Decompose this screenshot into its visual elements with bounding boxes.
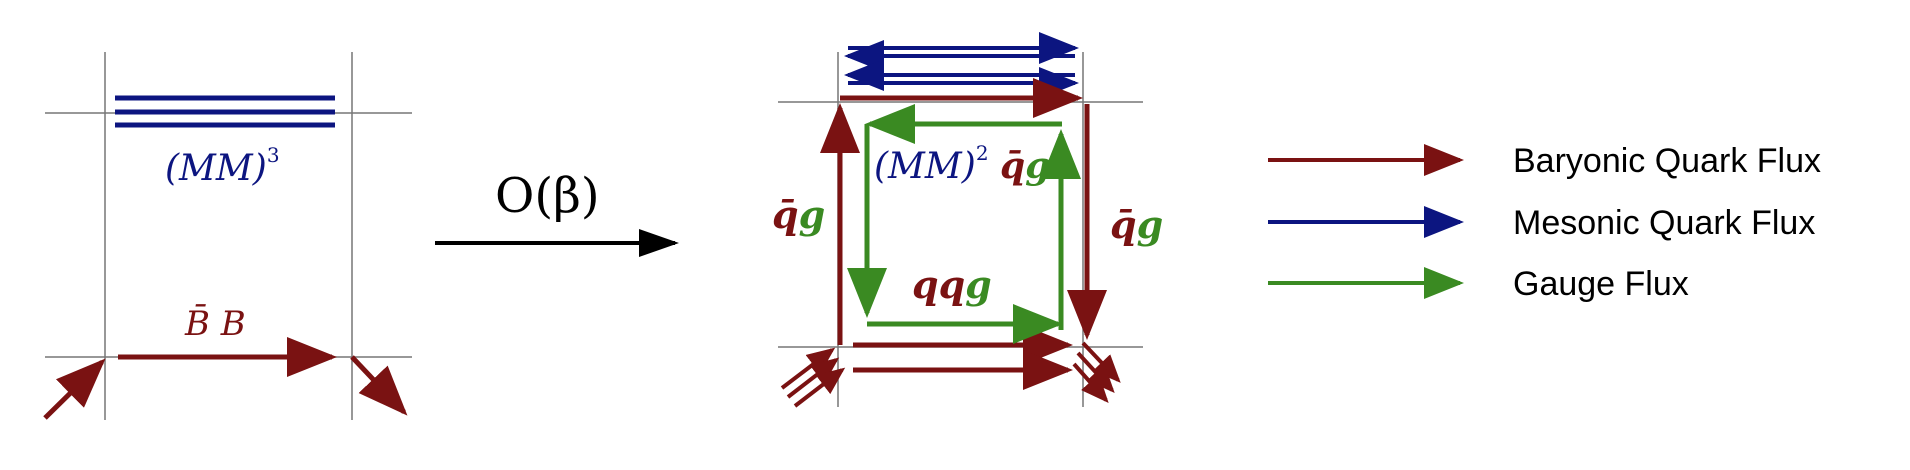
bbar-b-label: B̄ B	[184, 303, 246, 344]
order-beta-label: O(β)	[495, 168, 600, 224]
mm-squared-label: (MM)2	[874, 141, 989, 187]
baryonic-arrow-incoming	[780, 347, 836, 390]
baryonic-triple-incoming	[780, 347, 846, 408]
legend-item-mesonic: Mesonic Quark Flux	[1268, 204, 1815, 242]
baryonic-arrow-outgoing	[1072, 362, 1109, 403]
legend-gauge-label: Gauge Flux	[1513, 265, 1689, 303]
legend-item-baryonic: Baryonic Quark Flux	[1268, 142, 1821, 180]
right-plaquette: (MM)2 q̄g q̄g q̄g qqg	[772, 32, 1163, 408]
transition: O(β)	[435, 168, 679, 257]
legend-mesonic-label: Mesonic Quark Flux	[1513, 204, 1815, 242]
mm-cubed-label: (MM)3	[165, 143, 280, 189]
qqg-label: qqg	[912, 262, 992, 307]
baryonic-triple-outgoing	[1072, 341, 1121, 403]
mesonic-triple-lines	[115, 95, 335, 128]
qbar-g-inner-label: q̄g	[1000, 145, 1050, 187]
baryonic-flux-left	[43, 337, 408, 420]
left-plaquette: (MM)3 B̄ B	[43, 52, 412, 420]
gauge-flux-loop	[847, 104, 1081, 344]
legend-baryonic-label: Baryonic Quark Flux	[1513, 142, 1821, 180]
baryonic-arrow-outgoing	[350, 355, 408, 416]
qbar-g-left-label: q̄g	[772, 192, 825, 237]
baryonic-flux-right	[820, 78, 1107, 390]
legend-item-gauge: Gauge Flux	[1268, 265, 1689, 303]
mesonic-flux-top	[844, 32, 1079, 99]
qbar-g-right-label: q̄g	[1110, 202, 1163, 247]
baryonic-arrow-incoming	[786, 357, 840, 399]
legend: Baryonic Quark Flux Mesonic Quark Flux G…	[1268, 142, 1821, 303]
baryonic-arrow-incoming	[43, 358, 106, 420]
baryonic-arrow-incoming	[793, 367, 846, 408]
